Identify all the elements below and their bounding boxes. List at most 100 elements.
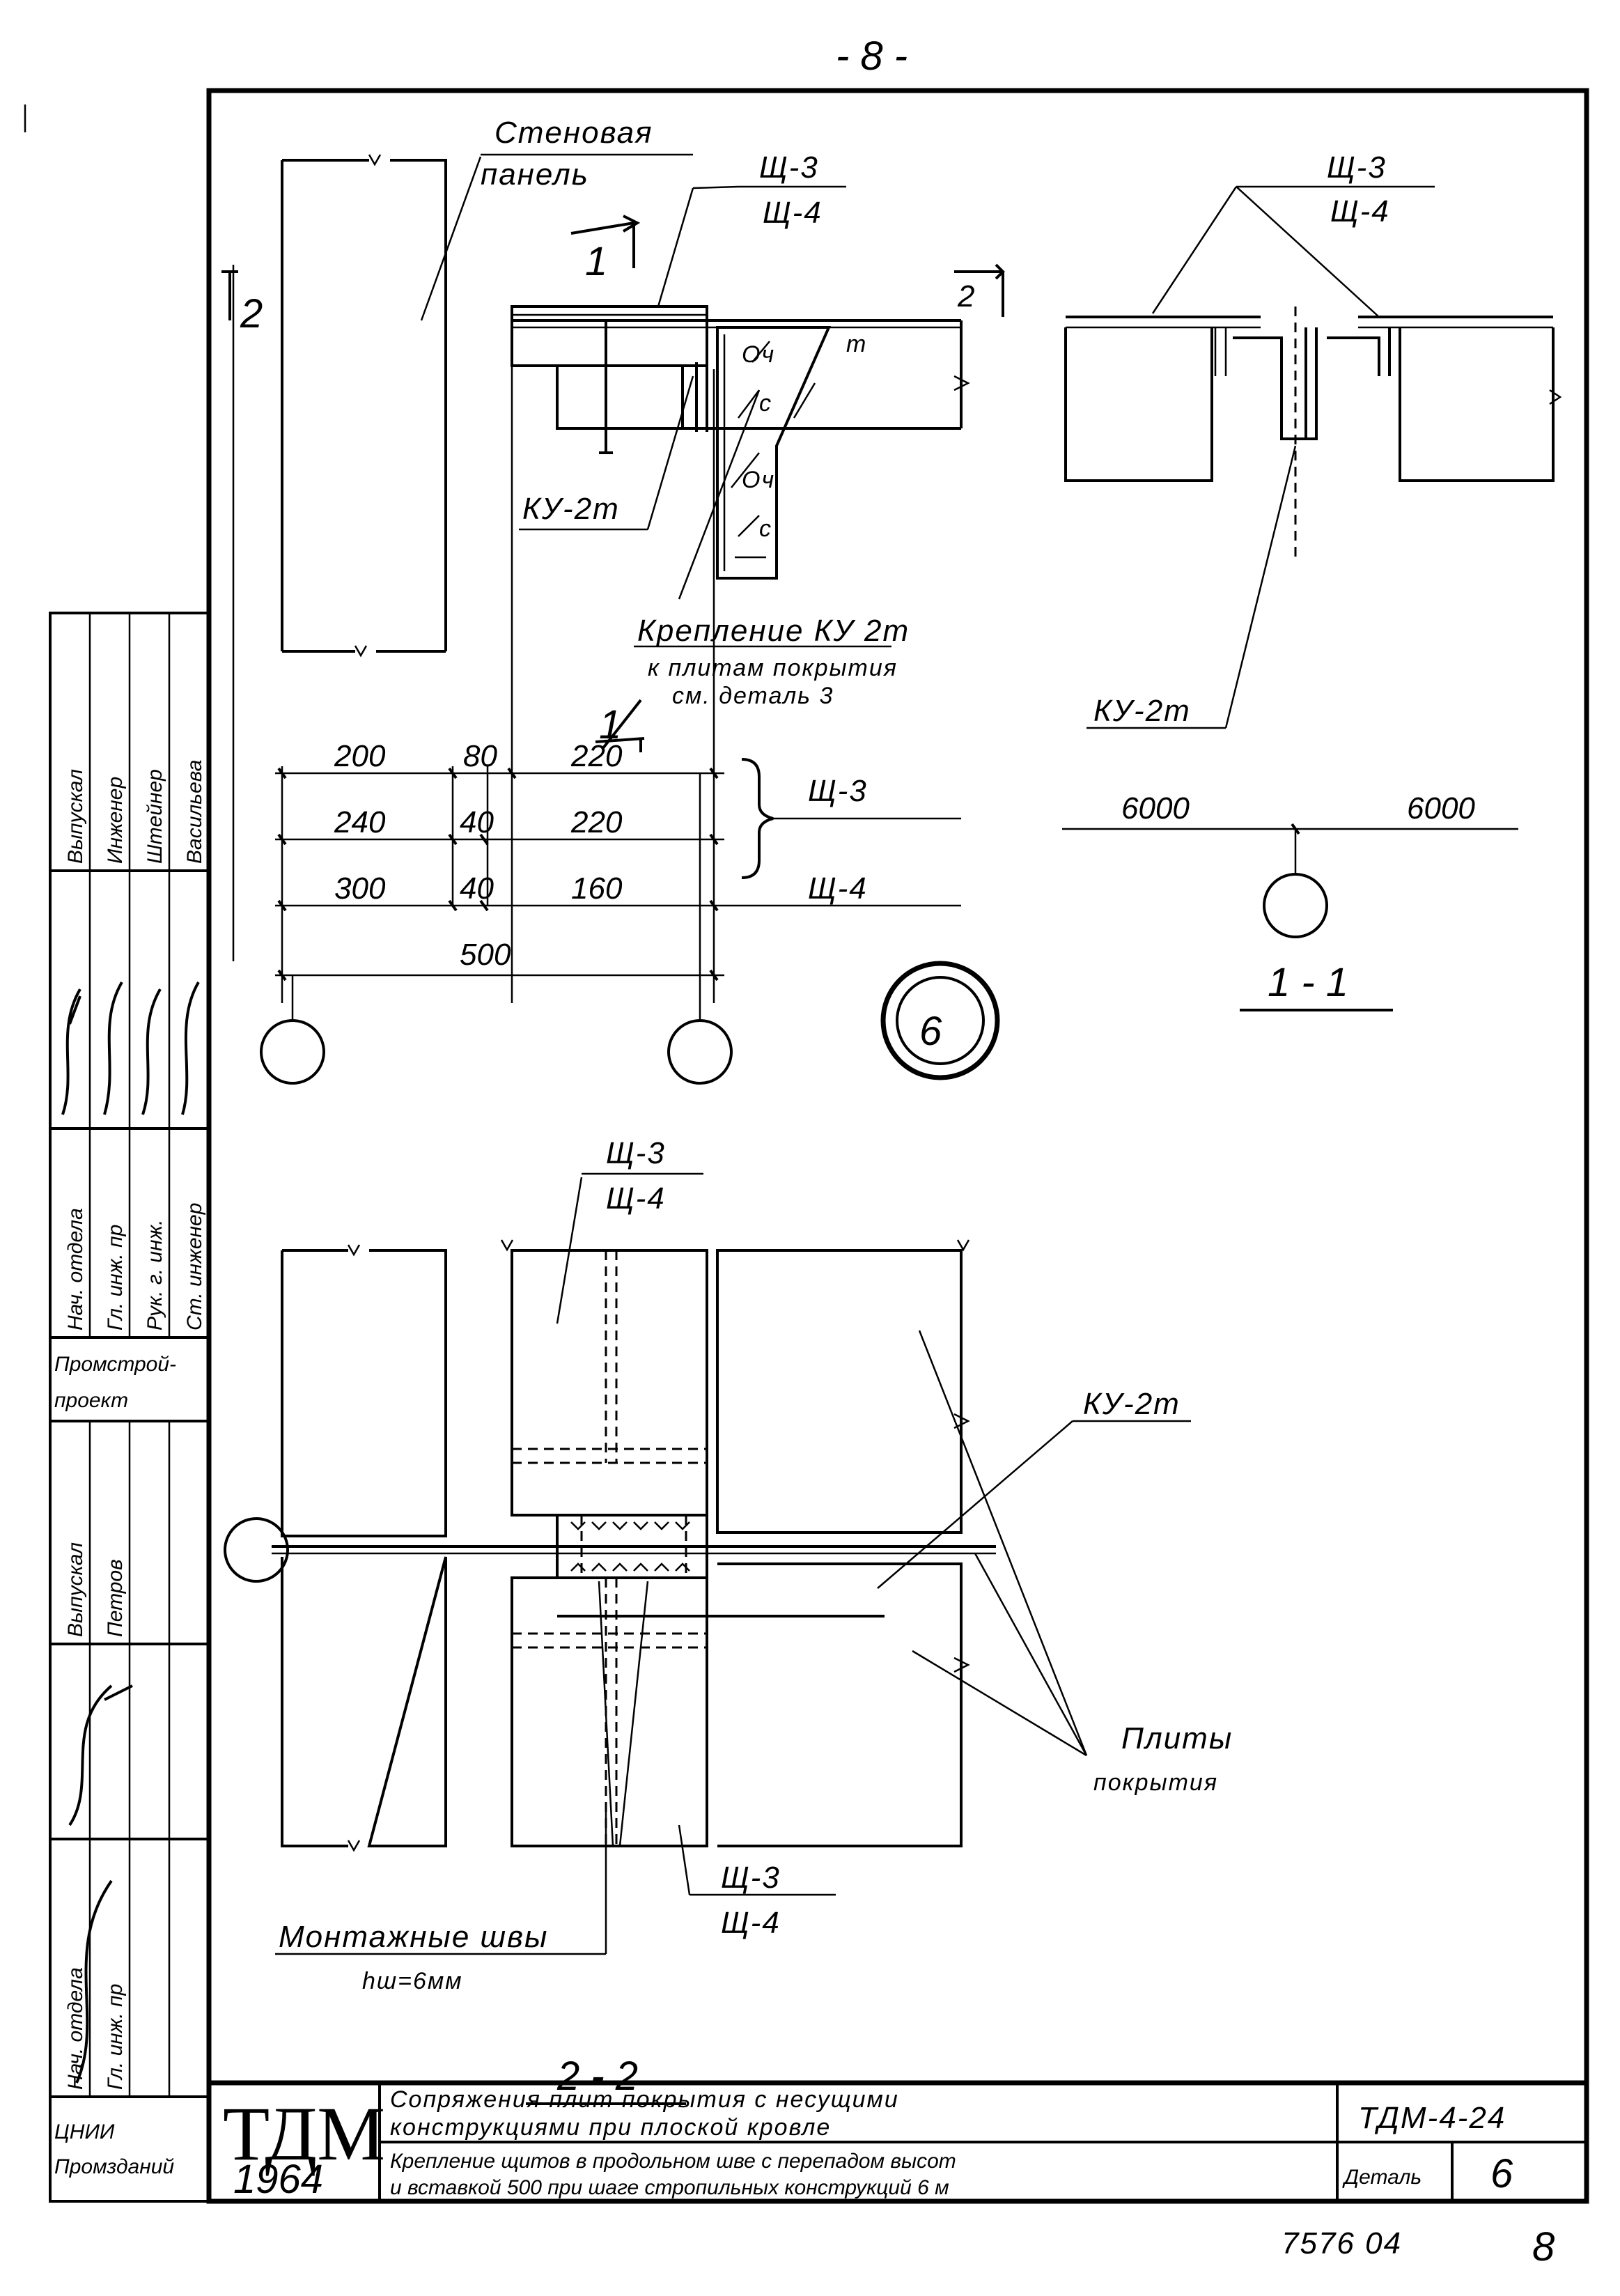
stamp-role-b4: Ст. инженер [183,1203,206,1331]
section-2-2: Щ-3 Щ-4 КУ-2т П [224,1136,1233,2105]
section-mark-1-bottom: 1 [599,702,621,747]
detail-circle-inner [896,976,985,1065]
s22-wall-top [281,1249,447,1537]
s22-axis-circle [224,1517,289,1583]
stamp-role-b3: Рук. г. инж. [143,1220,166,1331]
wall-panel [281,159,447,653]
dim-row3-a: 300 [334,871,386,906]
sheet-number: 8 [1532,2224,1555,2270]
stamp-role-b1: Нач. отдела [64,1208,87,1331]
dim-row1-c: 220 [570,739,623,773]
section-mark-2-right: 2 [957,279,976,313]
stamp-institute-2: Промзданий [54,2155,174,2178]
stamp-bottom-1: Нач. отдела [64,1967,87,2090]
stamp-bottom-2: Гл. инж. пр [104,1984,127,2090]
stamp-role-4: Васильева [183,760,206,864]
drawing-subtitle-1: Крепление щитов в продольном шве с переп… [390,2150,956,2173]
stamp-role-1: Выпускал [64,769,87,864]
fastening-leader [678,389,761,600]
side-stamp: Выпускал Инженер Штейнер Васильева Нач. … [49,612,210,2203]
s22-wall-bottom [281,1556,447,1847]
s11-slab-right [1399,327,1555,482]
axis-circle-left [260,1019,325,1085]
s22-ku-label: КУ-2т [1083,1387,1181,1421]
s11-ku-leader [1224,445,1297,729]
s11-dim-left: 6000 [1121,791,1190,825]
logo: ТДМ [223,2091,385,2176]
wall-panel-label-1: Стеновая [494,116,653,150]
s22-weld-2: hш=6мм [362,1968,463,1994]
s22-shield-top-1: Щ-3 [606,1136,666,1170]
s22-slabs-1: Плиты [1121,1721,1233,1755]
series-code: ТДМ-4-24 [1358,2101,1506,2135]
stamp-role-b2: Гл. инж. пр [104,1225,127,1331]
stamp-lower-2: Петров [104,1559,127,1637]
weld-marks-top [570,1521,690,1530]
dim-bracket [741,758,774,879]
s22-shield-bottom-2: Щ-4 [721,1906,781,1940]
s11-ku-profile [1233,327,1307,440]
drawing-subtitle-2: и вставкой 500 при шаге стропильных конс… [390,2176,949,2199]
ku-label: КУ-2т [522,492,620,526]
drawing-frame [206,88,1589,2204]
s11-axis-circle [1263,873,1328,938]
dim-row3-b: 40 [460,871,494,906]
signature-5 [68,1684,133,1826]
year: 1964 [233,2157,323,2202]
axis-circle-right [667,1019,733,1085]
s22-shield-bottom-1: Щ-3 [721,1861,781,1895]
drawing-title-1: Сопряжения плит покрытия с несущими [390,2086,899,2113]
dim-row2-a: 240 [334,805,386,839]
stamp-org-2: проект [54,1389,128,1412]
s11-title: 1 - 1 [1268,960,1348,1005]
detail-number: 6 [1490,2151,1513,2196]
s22-slab-top-right [716,1249,963,1534]
s22-slab-bottom-right [717,1562,963,1847]
bracket-label: Щ-3 [808,774,868,808]
main-node: Стеновая панель 2 Щ-3 Щ-4 1 2 Оч с Оч [221,116,1005,1085]
s11-slab-left [1064,327,1213,482]
svg-text:с: с [759,390,772,417]
signature-2 [103,981,123,1115]
s22-ku-leader [877,1420,1073,1589]
section-1-1: Щ-3 Щ-4 КУ-2т 6000 6000 1 - 1 [1062,150,1562,1011]
s22-weld-1: Монтажные швы [279,1920,548,1954]
wall-panel-label-2: панель [481,157,589,192]
svg-text:т: т [846,331,867,357]
s22-shield-top-2: Щ-4 [606,1181,666,1216]
dim-row2-c: 220 [570,805,623,839]
dim-row1-b: 80 [463,739,497,773]
dim-row3-c: 160 [571,871,623,906]
shield-leader [657,187,694,307]
shield-top-2: Щ-4 [763,196,823,230]
section-mark-2-left: 2 [240,291,263,336]
svg-text:с: с [759,515,772,542]
stamp-org-1: Промстрой- [54,1353,176,1376]
s11-shield-1: Щ-3 [1327,150,1387,185]
sheet-code: 7576 04 [1282,2226,1402,2260]
stamp-role-3: Штейнер [143,769,166,864]
s11-ku-label: КУ-2т [1093,694,1191,728]
fastening-note-3: см. деталь 3 [672,683,834,709]
weld-marks-bottom [570,1562,690,1572]
wall-panel-leader [420,156,482,321]
section-mark-1-top: 1 [585,239,607,284]
signature-3 [141,988,162,1115]
s22-title: 2 - 2 [556,2054,638,2099]
signature-4 [181,981,200,1115]
s22-slabs-2: покрытия [1093,1769,1218,1796]
stamp-role-2: Инженер [104,777,127,864]
fastening-note-2: к плитам покрытия [648,655,898,681]
s11-dim-right: 6000 [1407,791,1475,825]
signature-6 [75,1879,113,2084]
s22-slab-top-left [511,1249,708,1517]
s22-slab-bottom-left [511,1576,708,1847]
svg-text:Оч: Оч [742,341,775,368]
stamp-institute-1: ЦНИИ [54,2120,115,2143]
signature-1 [61,988,81,1115]
detail-circle-outer [880,961,1000,1080]
row3-label: Щ-4 [808,871,868,906]
title-block: ТДМ 1964 Сопряжения плит покрытия с несу… [209,2080,1587,2270]
stamp-lower-1: Выпускал [64,1542,87,1637]
